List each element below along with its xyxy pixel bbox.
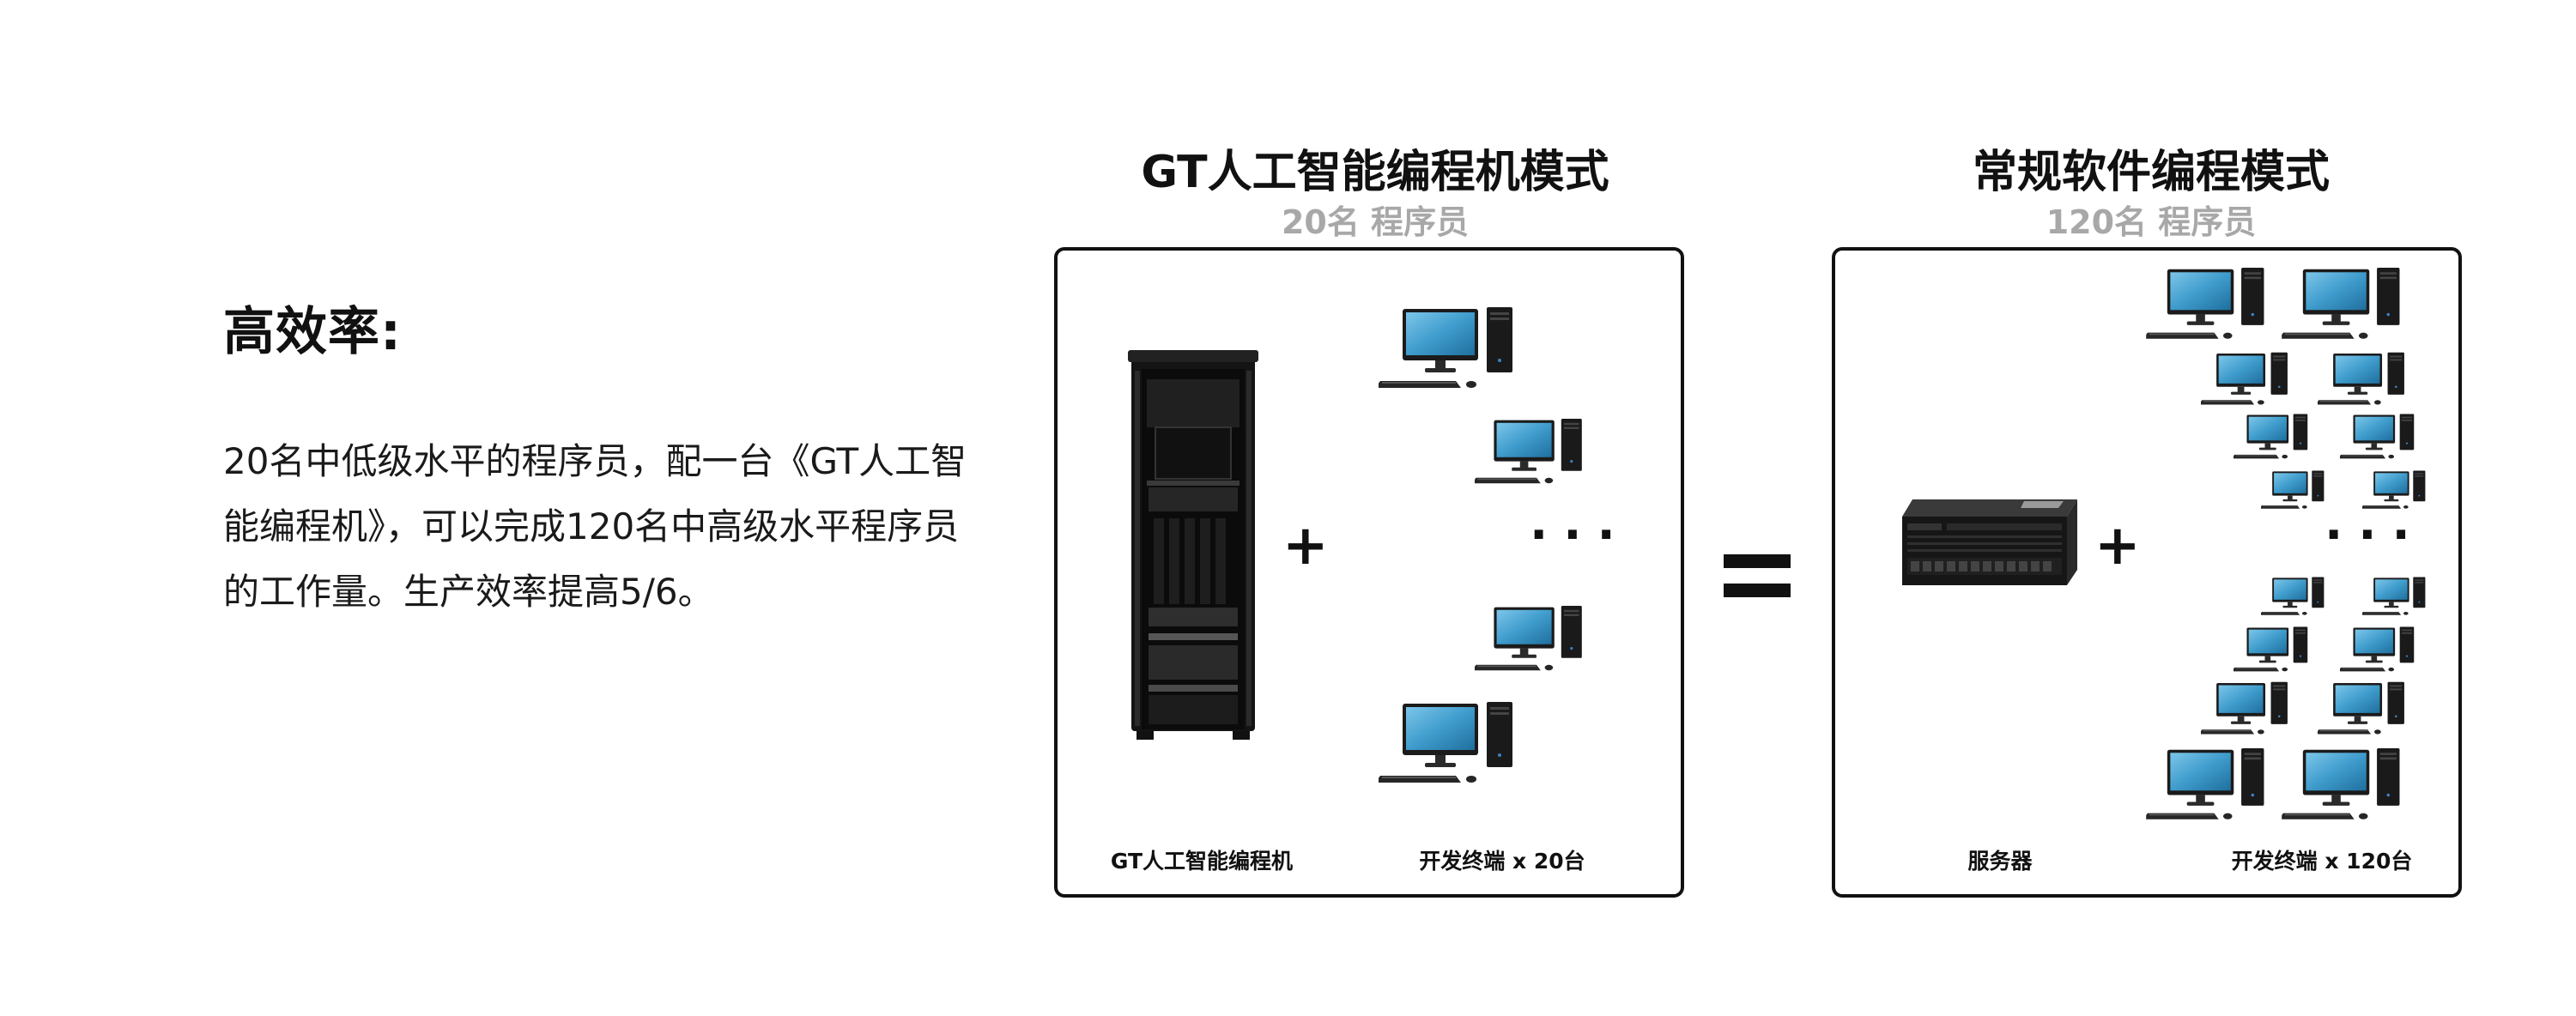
server-rack-image (1128, 350, 1258, 740)
description-line: 的工作量。生产效率提高5/6。 (223, 571, 714, 613)
desktop-computer-image (1475, 419, 1591, 487)
conventional-mode-title: 常规软件编程模式 (1972, 147, 2330, 198)
conventional-mode-subtitle: 120名 程序员 (2046, 203, 2257, 241)
description-line: 能编程机》，可以完成120名中高级水平程序员 (223, 505, 960, 547)
description-line: 20名中低级水平的程序员，配一台《GT人工智 (223, 440, 967, 482)
section-heading: 高效率: (223, 302, 402, 362)
desktop-computer-image (2282, 268, 2410, 343)
desktop-computer-image (2146, 268, 2275, 343)
desktop-computer-image (1379, 702, 1524, 788)
desktop-computer-image (2201, 681, 2295, 738)
caption-terminals-20: 开发终端 x 20台 (1419, 849, 1585, 874)
gt-mode-title: GT人工智能编程机模式 (1141, 147, 1609, 198)
desktop-computer-image (2362, 470, 2431, 511)
caption-terminals-120: 开发终端 x 120台 (2231, 849, 2413, 874)
description-text: 20名中低级水平的程序员，配一台《GT人工智 能编程机》，可以完成120名中高级… (223, 429, 996, 625)
desktop-computer-image (2340, 414, 2421, 462)
desktop-computer-image (2261, 577, 2330, 618)
plus-sign: + (2094, 514, 2141, 578)
desktop-computer-image (2282, 748, 2410, 824)
caption-gt-machine: GT人工智能编程机 (1110, 849, 1294, 874)
desktop-computer-image (2318, 352, 2412, 408)
gt-mode-subtitle: 20名 程序员 (1281, 203, 1470, 241)
ellipsis: ··· (1530, 507, 1631, 563)
desktop-computer-image (1379, 307, 1524, 393)
desktop-computer-image (2340, 626, 2421, 674)
equals-sign (1724, 549, 1791, 601)
desktop-computer-image (2234, 414, 2314, 462)
desktop-computer-image (2261, 470, 2330, 511)
desktop-computer-image (2201, 352, 2295, 408)
ellipsis: ··· (2324, 507, 2426, 563)
desktop-computer-image (1475, 606, 1591, 674)
plus-sign: + (1282, 514, 1329, 578)
desktop-computer-image (2234, 626, 2314, 674)
desktop-computer-image (2146, 748, 2275, 824)
caption-server: 服务器 (1967, 849, 2033, 874)
rack-server-image (1902, 499, 2077, 585)
desktop-computer-image (2362, 577, 2431, 618)
desktop-computer-image (2318, 681, 2412, 738)
